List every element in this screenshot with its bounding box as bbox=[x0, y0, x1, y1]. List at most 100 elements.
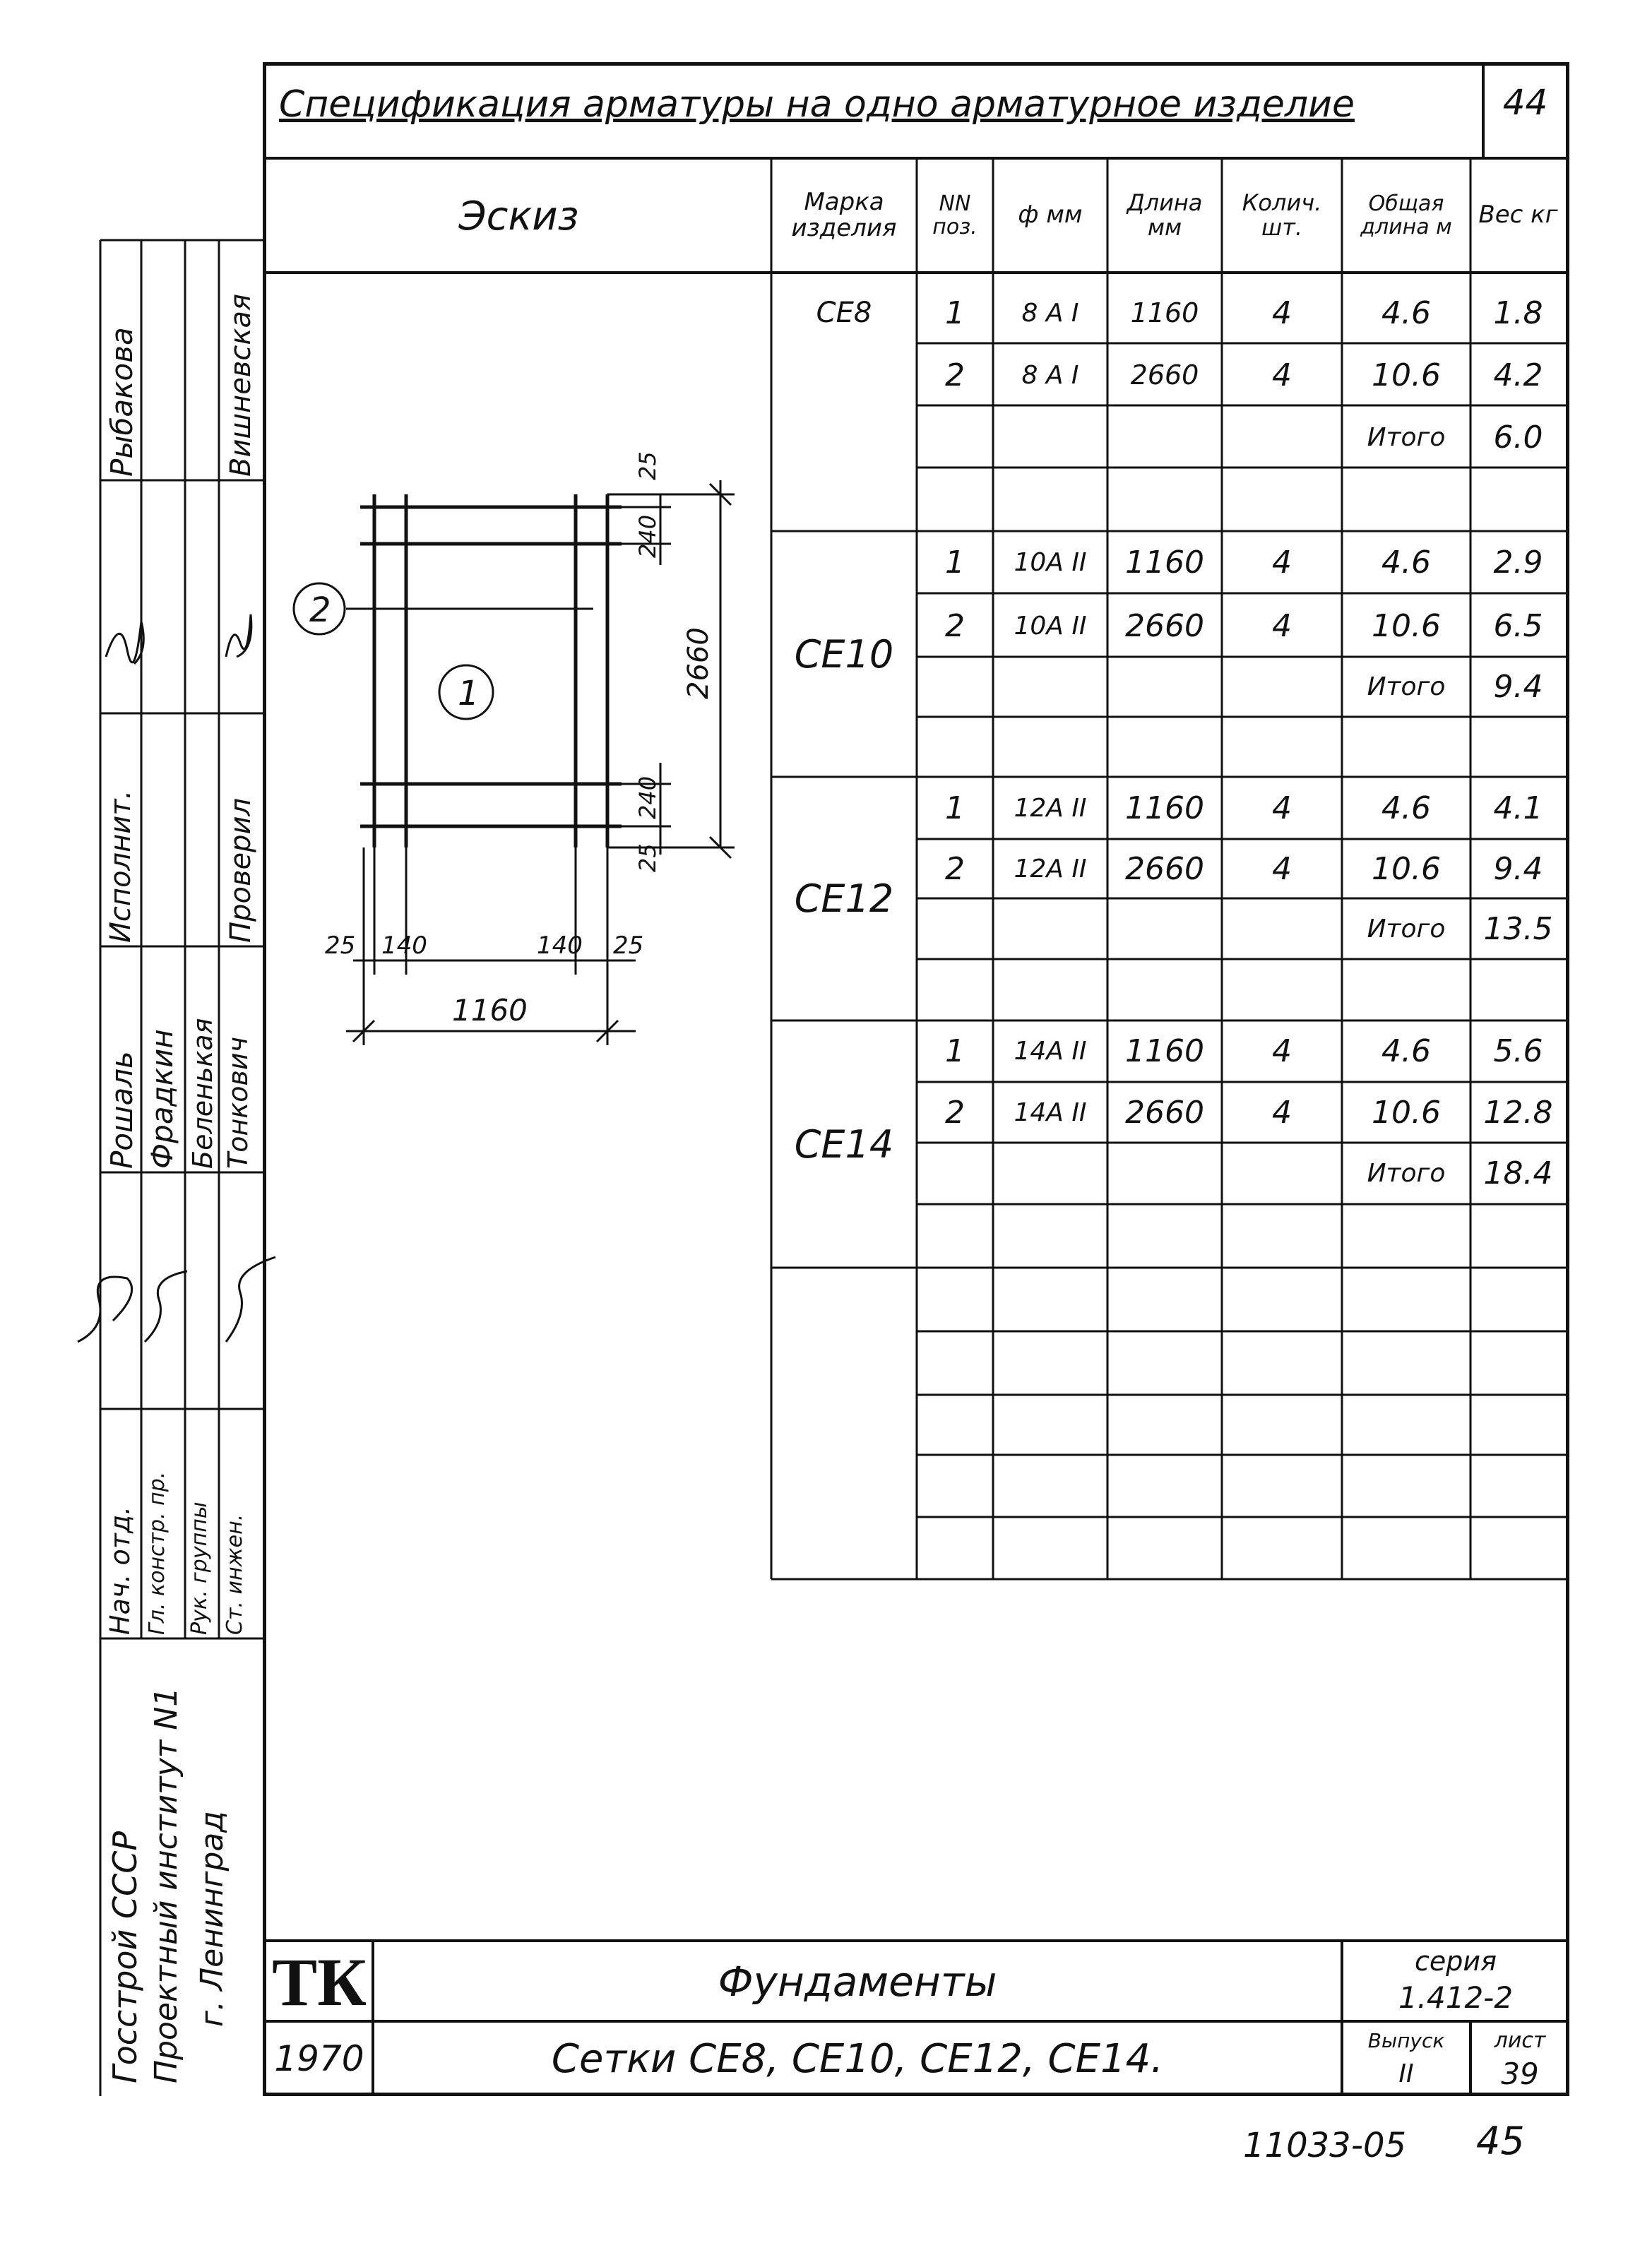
col-header-pos: NN поз. bbox=[932, 191, 977, 239]
cell-total: 10.6 bbox=[1372, 357, 1441, 393]
sketch-header: Эскиз bbox=[458, 193, 579, 239]
sketch-dim-25-right: 25 bbox=[613, 932, 643, 960]
cell-len: 1160 bbox=[1125, 1033, 1204, 1069]
cell-weight: 2.9 bbox=[1493, 544, 1543, 581]
sketch-dim-1160: 1160 bbox=[452, 993, 528, 1028]
signature-chief bbox=[143, 1270, 188, 1343]
cell-pos: 1 bbox=[945, 790, 965, 826]
cell-weight: 6.5 bbox=[1493, 607, 1543, 644]
sketch-dim-140-left: 140 bbox=[381, 932, 427, 960]
cell-qty: 4 bbox=[1272, 1033, 1292, 1069]
sketch-dim-25-top: 25 bbox=[634, 451, 661, 480]
total-label: Итого bbox=[1367, 422, 1446, 452]
total-weight: 13.5 bbox=[1483, 910, 1553, 947]
sketch-dim-25-bottom: 25 bbox=[634, 843, 661, 872]
cell-weight: 9.4 bbox=[1493, 850, 1543, 887]
cell-total: 10.6 bbox=[1372, 850, 1441, 887]
group-mark: СЕ14 bbox=[794, 1122, 894, 1167]
subject: Фундаменты bbox=[718, 1958, 997, 2006]
sheet-label: лист bbox=[1494, 2028, 1546, 2053]
issue-value: II bbox=[1398, 2059, 1414, 2088]
cell-qty: 4 bbox=[1272, 544, 1292, 581]
frame-right bbox=[1566, 62, 1569, 2096]
group-mark: СЕ12 bbox=[794, 876, 894, 921]
cell-qty: 4 bbox=[1272, 294, 1292, 331]
cell-len: 2660 bbox=[1125, 850, 1204, 887]
total-label: Итого bbox=[1367, 1159, 1446, 1188]
total-weight: 9.4 bbox=[1493, 669, 1543, 705]
col-header-total: Общая длина м bbox=[1360, 191, 1452, 239]
cell-dia: 12А II bbox=[1014, 793, 1087, 823]
cell-len: 2660 bbox=[1125, 607, 1204, 644]
frame-left bbox=[263, 62, 266, 2096]
cell-dia: 10А II bbox=[1014, 547, 1087, 577]
cell-pos: 1 bbox=[945, 544, 965, 581]
sketch-dim-240-bottom: 240 bbox=[634, 776, 661, 819]
cell-len: 2660 bbox=[1130, 359, 1199, 391]
sheet-value: 39 bbox=[1501, 2056, 1539, 2091]
total-weight: 6.0 bbox=[1493, 419, 1543, 456]
cell-total: 10.6 bbox=[1372, 1094, 1441, 1131]
sketch-dim-2660: 2660 bbox=[682, 627, 715, 699]
signature-head bbox=[77, 1275, 133, 1343]
group-mark: СЕ8 bbox=[816, 297, 872, 329]
frame-top bbox=[263, 62, 1569, 66]
col-header-qty: Колич. шт. bbox=[1242, 189, 1322, 241]
year: 1970 bbox=[274, 2038, 364, 2079]
cell-dia: 14А II bbox=[1014, 1037, 1087, 1066]
cell-weight: 4.1 bbox=[1493, 790, 1543, 826]
sheet-number-top: 44 bbox=[1502, 82, 1548, 123]
cell-len: 1160 bbox=[1125, 544, 1204, 581]
cell-total: 4.6 bbox=[1381, 1033, 1431, 1069]
frame-bottom bbox=[263, 2093, 1569, 2096]
cell-pos: 2 bbox=[945, 1094, 965, 1131]
cell-total: 4.6 bbox=[1381, 790, 1431, 826]
cell-dia: 12А II bbox=[1014, 854, 1087, 883]
col-header-mark: Марка изделия bbox=[791, 187, 897, 242]
cell-weight: 1.8 bbox=[1493, 294, 1543, 331]
signature-senior bbox=[225, 1256, 276, 1343]
series-value: 1.412-2 bbox=[1398, 1980, 1514, 2015]
cell-qty: 4 bbox=[1272, 357, 1292, 393]
tk-logo: ТК bbox=[272, 1944, 367, 2020]
sketch-dim-240-top: 240 bbox=[634, 515, 661, 558]
cell-pos: 1 bbox=[945, 294, 965, 331]
cell-qty: 4 bbox=[1272, 850, 1292, 887]
spec-title: Спецификация арматуры на одно арматурное… bbox=[279, 83, 1355, 126]
series-label: серия bbox=[1415, 1946, 1497, 1977]
cell-qty: 4 bbox=[1272, 607, 1292, 644]
cell-pos: 2 bbox=[945, 357, 965, 393]
col-header-dia: ф мм bbox=[1018, 201, 1083, 230]
cell-qty: 4 bbox=[1272, 790, 1292, 826]
cell-weight: 5.6 bbox=[1493, 1033, 1543, 1069]
total-label: Итого bbox=[1367, 914, 1446, 944]
cell-weight: 12.8 bbox=[1483, 1094, 1553, 1131]
signature-executor bbox=[105, 621, 145, 665]
cell-dia: 10А II bbox=[1014, 611, 1087, 641]
total-weight: 18.4 bbox=[1483, 1155, 1553, 1191]
cell-pos: 2 bbox=[945, 850, 965, 887]
sketch-pos-1: 1 bbox=[458, 674, 480, 713]
cell-total: 10.6 bbox=[1372, 607, 1441, 644]
sketch-dim-140-right: 140 bbox=[537, 932, 583, 960]
group-mark: СЕ10 bbox=[794, 631, 894, 677]
cell-len: 2660 bbox=[1125, 1094, 1204, 1131]
col-header-len: Длина мм bbox=[1127, 189, 1203, 241]
cell-qty: 4 bbox=[1272, 1094, 1292, 1131]
cell-weight: 4.2 bbox=[1493, 357, 1543, 393]
col-header-weight: Вес кг bbox=[1478, 201, 1558, 230]
total-label: Итого bbox=[1367, 672, 1446, 701]
cell-pos: 1 bbox=[945, 1033, 965, 1069]
cell-dia: 8 А I bbox=[1021, 360, 1079, 390]
drawing-title: Сетки СЕ8, СЕ10, СЕ12, СЕ14. bbox=[551, 2035, 1164, 2082]
cell-len: 1160 bbox=[1130, 297, 1199, 328]
cell-total: 4.6 bbox=[1381, 544, 1431, 581]
cell-total: 4.6 bbox=[1381, 294, 1431, 331]
cell-dia: 14А II bbox=[1014, 1097, 1087, 1127]
sketch-dim-25-left: 25 bbox=[325, 932, 355, 960]
title-sheet-divider bbox=[1482, 62, 1485, 157]
